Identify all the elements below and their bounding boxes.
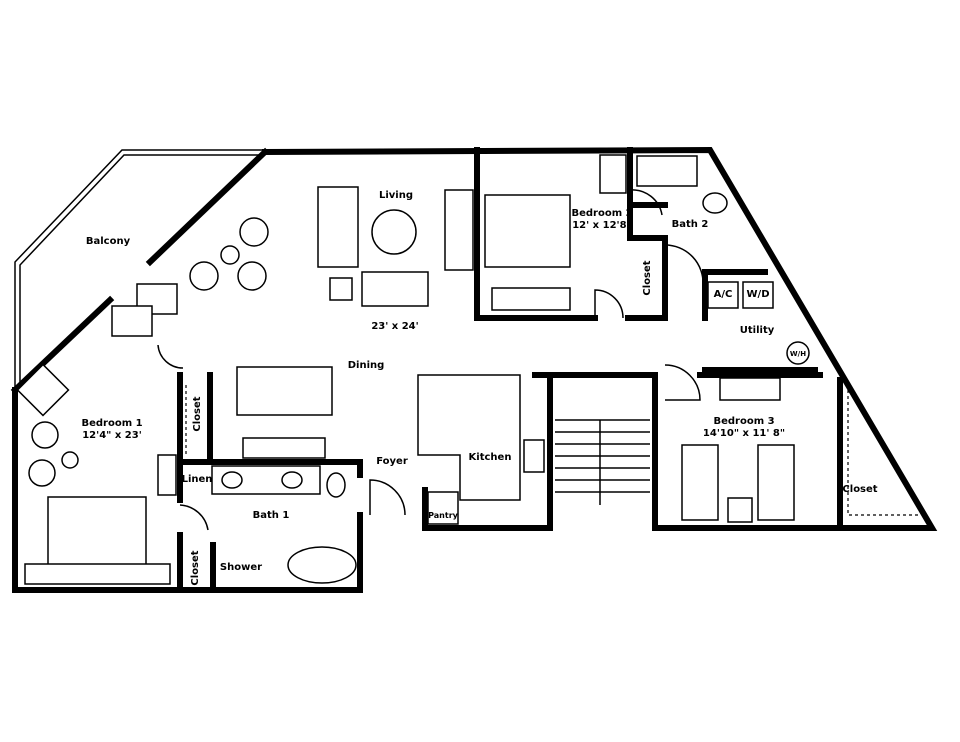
sink xyxy=(281,471,303,489)
room-label-bedroom3: Bedroom 3 xyxy=(713,416,775,427)
wall-bedroom2-closet xyxy=(625,147,668,321)
sofa xyxy=(317,186,359,268)
balcony-railing xyxy=(14,149,262,390)
kitchen-island xyxy=(417,374,521,501)
sideboard xyxy=(242,437,326,459)
tv-console xyxy=(444,189,474,271)
dining-table xyxy=(236,366,333,416)
exterior-wall-top xyxy=(261,146,938,531)
room-label-balcony: Balcony xyxy=(85,236,131,247)
stove xyxy=(523,439,545,473)
wall-bedroom2 xyxy=(474,147,598,321)
balcony-railing-inner xyxy=(19,154,262,385)
wall-kitchen xyxy=(422,372,553,531)
side-table xyxy=(220,245,240,265)
room-dimension-bedroom2: 12' x 12'8" xyxy=(572,220,632,231)
dresser-bedroom1 xyxy=(24,563,171,585)
armchair xyxy=(111,305,153,337)
dresser-bedroom3 xyxy=(719,377,781,401)
desk xyxy=(16,363,70,417)
loveseat xyxy=(361,271,429,307)
room-label-linen: Linen xyxy=(181,474,213,485)
room-label-bath2: Bath 2 xyxy=(671,219,709,230)
ac-unit xyxy=(707,281,739,309)
nightstand xyxy=(599,154,627,194)
bed-bedroom3-left xyxy=(681,444,719,521)
exterior-wall-left xyxy=(12,387,363,593)
nightstand-bedroom3 xyxy=(727,497,753,523)
room-label-closet-small: Closet xyxy=(190,550,201,586)
chair xyxy=(239,217,269,247)
exterior-wall-diagonal-lower xyxy=(10,295,115,395)
door-utility[interactable] xyxy=(664,244,704,286)
dresser-side xyxy=(157,454,177,496)
wall-utility xyxy=(702,269,768,321)
side-table xyxy=(61,451,79,469)
staircase xyxy=(555,419,650,505)
room-label-foyer: Foyer xyxy=(376,456,408,467)
door-foyer[interactable] xyxy=(369,479,406,516)
bed-bedroom3-right xyxy=(757,444,795,521)
room-label-closet-bedroom3: Closet xyxy=(842,484,878,495)
door-bedroom2[interactable] xyxy=(594,289,624,319)
sink xyxy=(221,471,243,489)
room-dimension-bedroom3: 14'10" x 11' 8" xyxy=(702,428,786,439)
door-bedroom1[interactable] xyxy=(157,344,184,369)
end-table xyxy=(329,277,353,301)
door-bath2[interactable] xyxy=(629,189,663,216)
door-bedroom3[interactable] xyxy=(664,364,701,401)
room-label-kitchen: Kitchen xyxy=(468,452,512,463)
exterior-wall-diagonal xyxy=(145,147,270,267)
water-heater xyxy=(786,341,810,365)
room-label-bedroom1: Bedroom 1 xyxy=(81,418,143,429)
bed-bedroom1 xyxy=(47,496,147,573)
label-ac: A/C xyxy=(713,289,733,300)
bed-bedroom2 xyxy=(484,194,571,268)
room-label-pantry: Pantry xyxy=(428,511,458,520)
pantry-box xyxy=(427,491,459,525)
chair xyxy=(28,459,56,487)
bathtub-bath2 xyxy=(636,155,698,187)
room-label-closet-bedroom2: Closet xyxy=(642,260,653,296)
label-wh: W/H xyxy=(789,350,807,358)
room-label-bath1: Bath 1 xyxy=(252,510,290,521)
room-label-utility: Utility xyxy=(739,325,775,336)
room-dimension-bedroom1: 12'4" x 23' xyxy=(82,430,142,441)
door-bath1[interactable] xyxy=(179,504,209,531)
coffee-table xyxy=(371,209,417,255)
label-wd: W/D xyxy=(746,289,770,300)
room-label-shower: Shower xyxy=(219,562,263,573)
washer-dryer xyxy=(742,281,774,309)
room-label-living: Living xyxy=(378,190,414,201)
room-label-dining: Dining xyxy=(347,360,385,371)
dresser-bedroom2 xyxy=(491,287,571,311)
room-label-closet-bedroom1: Closet xyxy=(192,396,203,432)
room-label-bedroom2: Bedroom 2 xyxy=(571,208,633,219)
bathtub-bath1 xyxy=(287,546,357,584)
toilet-bath1 xyxy=(326,472,346,498)
chair xyxy=(189,261,219,291)
chair xyxy=(237,261,267,291)
wall-bath1 xyxy=(177,459,363,478)
toilet-bath2 xyxy=(702,192,728,214)
chair xyxy=(31,421,59,449)
room-dimension-living: 23' x 24' xyxy=(371,321,419,332)
